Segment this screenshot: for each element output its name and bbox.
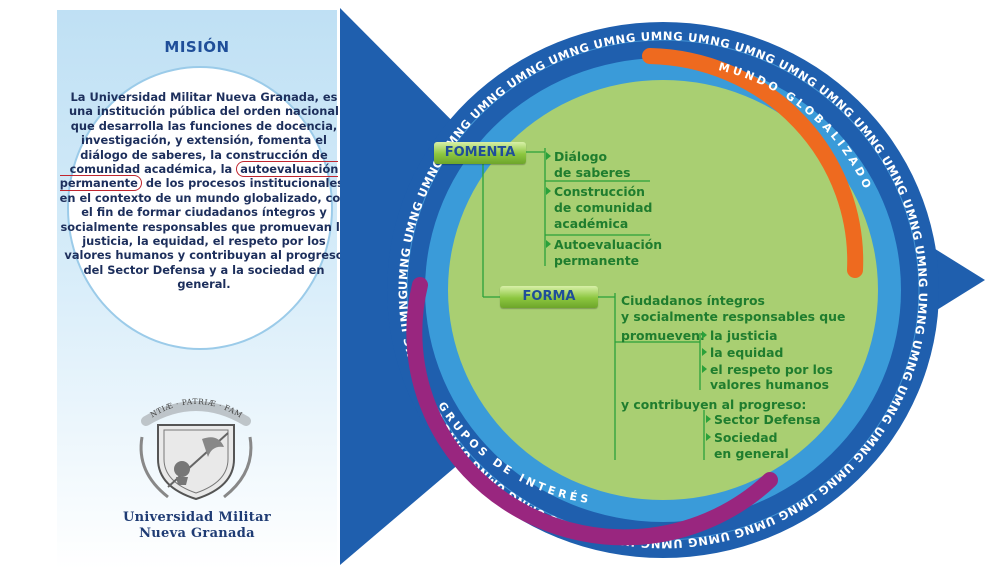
forma-line-promueven: promueven: [621,328,705,343]
mission-text-after: de los procesos institucionales, en el c… [59,176,349,292]
forma-item-sector-defensa: Sector Defensa [706,412,821,428]
connector-lines [482,148,705,460]
forma-line-responsables: y socialmente responsables que [621,309,846,324]
mission-highlight: autoevaluación permanente [59,161,339,192]
fomenta-item-dialogo: Diálogo [546,149,607,165]
forma-line-ciudadanos: Ciudadanos íntegros [621,293,765,308]
fomenta-item-academica: académica [554,216,629,231]
university-name-line2: Nueva Granada [139,526,255,541]
fomenta-item-construccion: Construcción [546,184,645,200]
grupos-interes-arc [406,277,778,546]
fomenta-pill: FOMENTA [434,142,526,164]
fomenta-item-saberes: de saberes [554,165,631,180]
forma-item-justicia: la justicia [702,328,778,344]
mission-text-before: La Universidad Militar Nueva Granada, es… [69,90,339,177]
forma-pill: FORMA [500,286,598,308]
mission-text: La Universidad Militar Nueva Granada, es… [57,90,351,292]
fomenta-item-comunidad: de comunidad [554,200,653,215]
forma-item-respeto: el respeto por los [702,362,833,378]
forma-item-equidad: la equidad [702,345,783,361]
fomenta-item-permanente: permanente [554,253,640,268]
forma-item-sociedad: Sociedad [706,430,778,446]
mission-bubble [67,66,333,350]
fomenta-item-autoevaluacion: Autoevaluación [546,237,662,253]
forma-line-contribuyen: y contribuyen al progreso: [621,397,807,412]
university-name: Universidad Militar Nueva Granada [57,510,337,542]
forma-item-en-general: en general [714,446,789,461]
university-crest-icon: SCIENTIÆ · PATRIÆ · FAMILIÆ [123,380,264,507]
mission-heading: MISIÓN [164,38,230,56]
mundo-globalizado-arc [642,48,864,278]
forma-item-valores: valores humanos [710,377,830,392]
university-name-line1: Universidad Militar [123,510,271,525]
